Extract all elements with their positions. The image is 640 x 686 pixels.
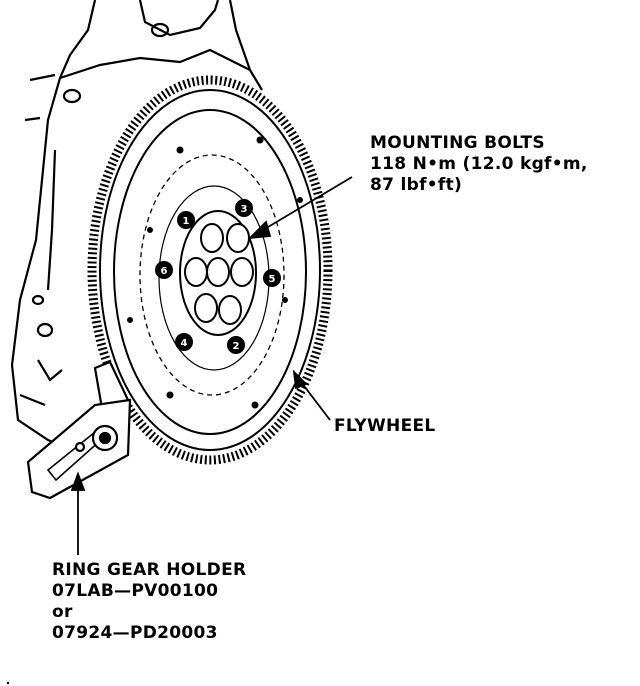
bolt-sequence-markers: 1 2 3 4 5 6 [155, 199, 281, 354]
ring-gear-holder-label: RING GEAR HOLDER 07LAB—PV00100 or 07924—… [52, 560, 246, 644]
svg-text:1: 1 [183, 216, 190, 227]
bolt-marker-5: 5 [263, 269, 281, 287]
svg-text:3: 3 [241, 204, 248, 215]
mounting-bolts-torque-lbf: 87 lbf•ft) [370, 175, 463, 195]
ring-gear-holder-or: or [52, 602, 73, 622]
ring-gear-holder-part-2: 07924—PD20003 [52, 623, 218, 643]
bolt-marker-4: 4 [175, 333, 193, 351]
bolt-marker-1: 1 [177, 211, 195, 229]
bolt-marker-6: 6 [155, 261, 173, 279]
bolt-marker-3: 3 [235, 199, 253, 217]
svg-text:2: 2 [233, 341, 240, 352]
ring-gear [87, 75, 333, 465]
engine-block [10, 0, 263, 454]
ring-gear-holder-part-1: 07LAB—PV00100 [52, 581, 219, 601]
svg-text:5: 5 [269, 274, 276, 285]
svg-text:6: 6 [161, 266, 168, 277]
leader-arrows [70, 176, 353, 555]
ring-gear-holder-title: RING GEAR HOLDER [52, 560, 247, 580]
flywheel-plate [113, 109, 307, 435]
mounting-bolts-title: MOUNTING BOLTS [370, 133, 545, 153]
ring-gear-holder-tool [26, 360, 132, 500]
mounting-bolts-torque-nm: 118 N•m (12.0 kgf•m, [370, 154, 588, 174]
flywheel-label: FLYWHEEL [334, 416, 436, 436]
bolt-marker-2: 2 [227, 336, 245, 354]
mounting-bolts-label: MOUNTING BOLTS 118 N•m (12.0 kgf•m, 87 l… [370, 133, 588, 196]
print-speck [6, 681, 10, 685]
svg-text:4: 4 [181, 338, 188, 349]
hub [179, 210, 257, 336]
